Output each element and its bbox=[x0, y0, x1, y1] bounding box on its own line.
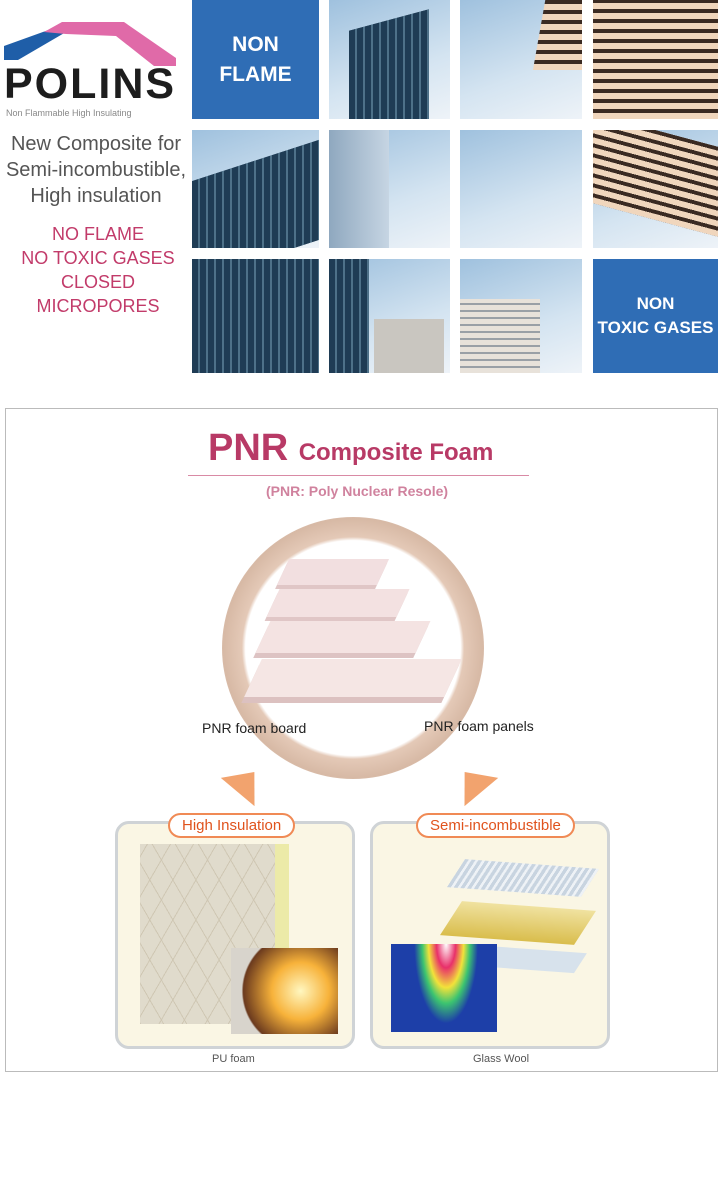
facade-photo bbox=[593, 0, 718, 119]
pu-foam-image bbox=[140, 844, 289, 1024]
logo-tagline: Non Flammable High Insulating bbox=[6, 108, 132, 118]
building-photo bbox=[329, 259, 450, 373]
intro-line: High insulation bbox=[30, 185, 162, 207]
fire-test-image bbox=[231, 948, 338, 1034]
arrow-up-right-icon bbox=[220, 757, 272, 807]
sky-photo bbox=[460, 130, 582, 248]
intro-line: New Composite for bbox=[10, 133, 182, 155]
feature-item: NO TOXIC GASES bbox=[21, 248, 175, 268]
tile-non-toxic: NON TOXIC GASES bbox=[593, 259, 718, 373]
tile-text: FLAME bbox=[219, 62, 292, 86]
intro-text: New Composite for Semi-incombustible, Hi… bbox=[0, 131, 192, 209]
panel-title: PNR Composite Foam bbox=[208, 427, 493, 470]
intro-line: Semi-incombustible, bbox=[5, 159, 187, 181]
title-divider bbox=[188, 475, 529, 476]
roof-logo-icon bbox=[4, 22, 176, 66]
glass-tower-photo bbox=[329, 130, 450, 248]
logo-wordmark: POLINS bbox=[4, 60, 177, 108]
pnr-panel: PNR Composite Foam (PNR: Poly Nuclear Re… bbox=[5, 408, 718, 1072]
tile-text: NON bbox=[232, 33, 279, 57]
building-photo bbox=[329, 0, 450, 119]
steel-sheet-top bbox=[446, 859, 600, 897]
tile-text: NON bbox=[636, 294, 675, 314]
panel-subtitle: (PNR: Poly Nuclear Resole) bbox=[266, 483, 449, 499]
caption-pu-foam: PU foam bbox=[212, 1053, 255, 1065]
foam-boards bbox=[243, 559, 468, 739]
building-photo bbox=[192, 130, 319, 248]
label-foam-panels: PNR foam panels bbox=[424, 718, 534, 734]
glass-facade-photo bbox=[192, 259, 319, 373]
facade-photo bbox=[593, 130, 718, 248]
sky-photo bbox=[460, 0, 582, 119]
tile-text: TOXIC GASES bbox=[597, 318, 714, 337]
title-strong: PNR bbox=[208, 427, 289, 469]
badge-high-insulation: High Insulation bbox=[168, 813, 296, 838]
polins-logo[interactable]: POLINS Non Flammable High Insulating bbox=[4, 18, 180, 120]
label-foam-board: PNR foam board bbox=[202, 720, 307, 736]
thermal-image bbox=[391, 944, 497, 1032]
tile-non-flame: NON FLAME bbox=[192, 0, 319, 119]
caption-glass-wool: Glass Wool bbox=[473, 1053, 530, 1065]
card-pu-foam bbox=[115, 821, 355, 1049]
hotel-photo bbox=[460, 259, 582, 373]
title-rest: Composite Foam bbox=[298, 439, 494, 466]
glass-wool-core bbox=[440, 901, 596, 945]
feature-item: NO FLAME bbox=[51, 224, 144, 244]
card-glass-wool bbox=[370, 821, 610, 1049]
arrow-up-left-icon bbox=[447, 757, 499, 807]
badge-semi-incombustible: Semi-incombustible bbox=[416, 813, 575, 838]
feature-list: NO FLAME NO TOXIC GASES CLOSED MICROPORE… bbox=[0, 222, 196, 318]
feature-item: CLOSED MICROPORES bbox=[36, 272, 160, 316]
